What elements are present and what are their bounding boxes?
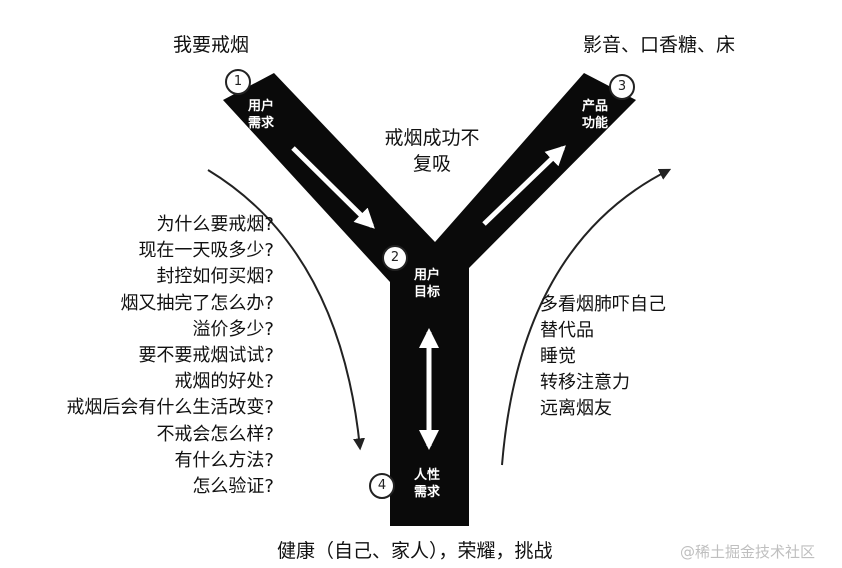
list-item: 戒烟的好处? bbox=[174, 371, 274, 393]
list-item: 多看烟肺吓自己 bbox=[540, 294, 666, 315]
node-2-marker: 2 bbox=[382, 245, 408, 271]
question-list: 为什么要戒烟? 现在一天吸多少? 封控如何买烟? 烟又抽完了怎么办? 溢价多少?… bbox=[66, 212, 274, 500]
list-item: 不戒会怎么样? bbox=[156, 423, 274, 445]
top-left-text: 我要戒烟 bbox=[173, 34, 250, 56]
node-1-marker: 1 bbox=[225, 69, 251, 95]
user-need-label: 用户 需求 bbox=[248, 99, 275, 131]
list-item: 封控如何买烟? bbox=[156, 266, 274, 288]
list-item: 转移注意力 bbox=[540, 372, 630, 393]
list-item: 替代品 bbox=[540, 320, 594, 341]
y-shape bbox=[223, 73, 636, 526]
list-item: 要不要戒烟试试? bbox=[138, 345, 274, 367]
list-item: 有什么方法? bbox=[174, 449, 274, 471]
list-item: 远离烟友 bbox=[540, 398, 612, 419]
bottom-text: 健康（自己、家人），荣耀，挑战 bbox=[277, 540, 553, 562]
list-item: 怎么验证? bbox=[192, 476, 274, 498]
top-right-text: 影音、口香糖、床 bbox=[583, 34, 736, 56]
right-curved-arrow bbox=[501, 168, 672, 466]
left-curved-arrow bbox=[207, 169, 366, 451]
list-item: 现在一天吸多少? bbox=[138, 240, 274, 262]
product-feature-label: 产品 功能 bbox=[582, 99, 609, 131]
list-item: 睡觉 bbox=[540, 346, 576, 367]
goal-to-feature-arrow bbox=[482, 145, 566, 226]
watermark: @稀土掘金技术社区 bbox=[680, 543, 816, 561]
list-item: 戒烟后会有什么生活改变? bbox=[66, 397, 274, 419]
center-goal-text: 戒烟成功不 复吸 bbox=[384, 127, 480, 175]
need-to-goal-arrow bbox=[291, 146, 375, 229]
solution-list: 多看烟肺吓自己 替代品 睡觉 转移注意力 远离烟友 bbox=[540, 292, 666, 422]
list-item: 为什么要戒烟? bbox=[156, 214, 274, 235]
human-need-label: 人性 需求 bbox=[414, 468, 441, 500]
user-goal-label: 用户 目标 bbox=[414, 268, 441, 300]
node-4-marker: 4 bbox=[369, 473, 395, 499]
node-3-marker: 3 bbox=[609, 74, 635, 100]
list-item: 溢价多少? bbox=[192, 318, 274, 340]
list-item: 烟又抽完了怎么办? bbox=[120, 292, 274, 314]
